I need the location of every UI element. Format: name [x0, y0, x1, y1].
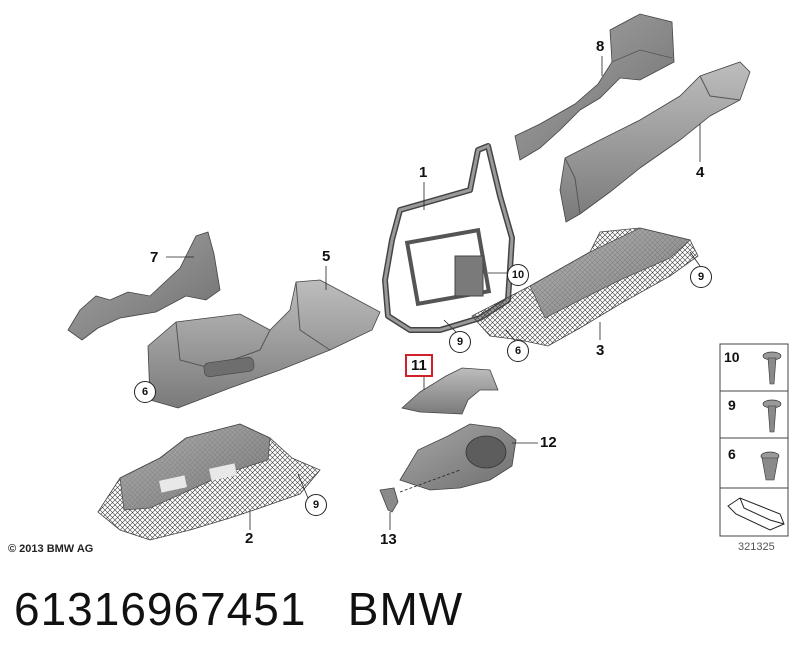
part-4-duct	[559, 61, 751, 223]
fastener-legend	[719, 343, 789, 537]
callout-5: 5	[322, 248, 331, 265]
callout-7: 7	[150, 249, 159, 266]
callout-9-circle: 9	[305, 494, 327, 516]
callout-6-circle: 6	[134, 381, 156, 403]
callout-3: 3	[596, 342, 605, 359]
part-3-lower-trim	[471, 227, 699, 347]
callout-12: 12	[540, 434, 557, 451]
callout-1: 1	[419, 164, 428, 181]
part-11-trim	[401, 367, 499, 415]
caption: 61316967451 BMW	[14, 582, 463, 636]
part-12-column-cover	[399, 423, 517, 491]
callout-8: 8	[596, 38, 605, 55]
callout-6-circle: 6	[507, 340, 529, 362]
callout-9-circle: 9	[690, 266, 712, 288]
legend-number: 10	[724, 349, 740, 365]
reference-number: 321325	[738, 541, 775, 553]
callout-9-circle: 9	[449, 331, 471, 353]
legend-number: 9	[728, 397, 736, 413]
legend-number: 6	[728, 446, 736, 462]
callout-13: 13	[380, 531, 397, 548]
parts-diagram: 8 4 1 7 5 3 2 12 13 11 10 9 6 9 6 9 10 9…	[8, 13, 789, 555]
part-2-floor-trim	[97, 423, 321, 541]
part-7-bracket	[67, 231, 221, 341]
callout-11-highlighted: 11	[405, 354, 433, 377]
parts-illustration	[67, 13, 789, 541]
part-number: 61316967451	[14, 583, 307, 635]
part-5-trim	[147, 279, 381, 409]
brand: BMW	[347, 583, 464, 635]
callout-10-circle: 10	[507, 264, 529, 286]
part-8-bracket	[514, 13, 675, 161]
callout-2: 2	[245, 530, 254, 547]
copyright: © 2013 BMW AG	[8, 543, 94, 555]
part-13-clip	[379, 487, 399, 513]
leader-lines	[166, 56, 701, 530]
part-1-frame	[382, 143, 515, 333]
callout-4: 4	[696, 164, 705, 181]
